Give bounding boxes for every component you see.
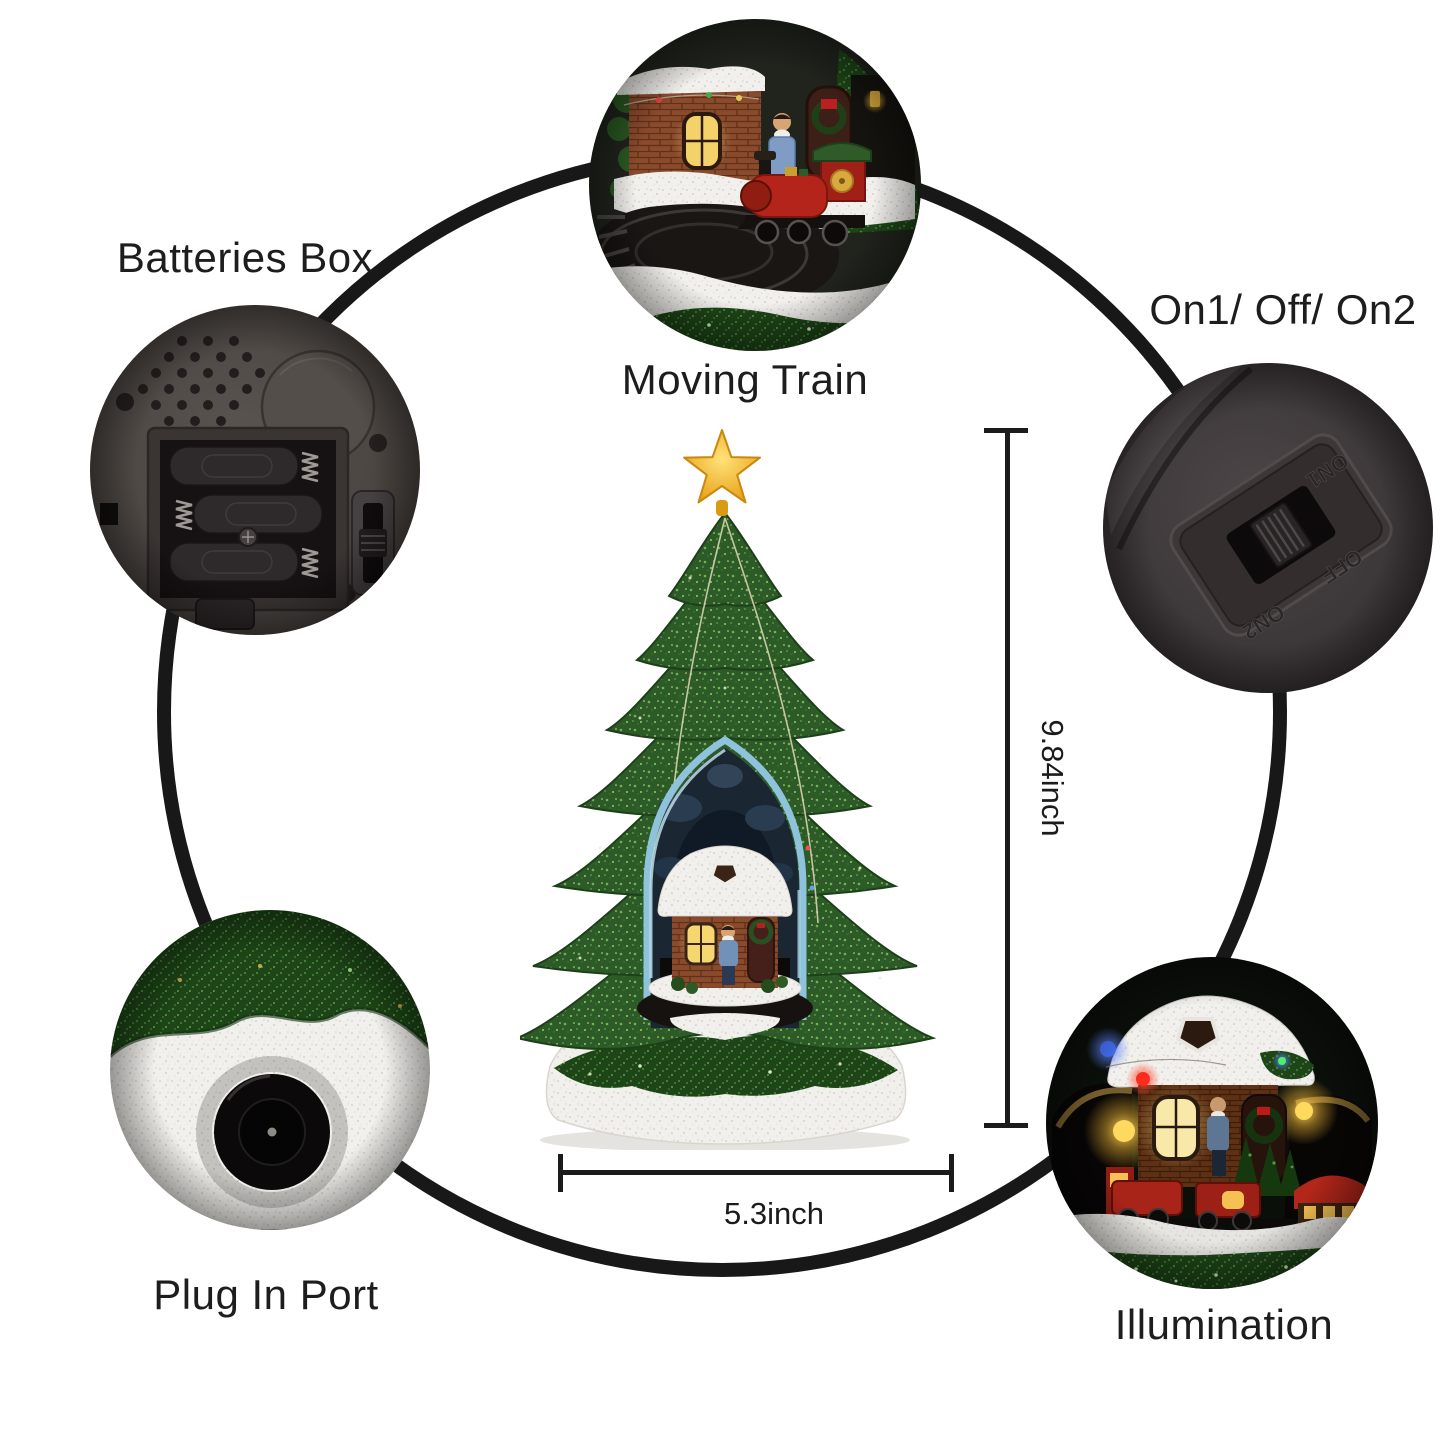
house-door: [747, 917, 775, 983]
width-dimension-label: 5.3inch: [724, 1196, 824, 1231]
product-photo-christmas-tree: [520, 429, 937, 1150]
illumination-label: Illumination: [1114, 1301, 1334, 1348]
wreath: [748, 919, 774, 945]
tree-base: [545, 1017, 907, 1145]
height-dimension-label: 9.84inch: [1035, 719, 1070, 837]
illumination-photo: [1046, 957, 1378, 1289]
tree-sparkles: [578, 576, 882, 980]
batteries-box-photo: [90, 305, 420, 635]
power-switch-label: On1/ Off/ On2: [1149, 286, 1417, 333]
figurine-person: [719, 925, 738, 985]
base-garland: [554, 1035, 898, 1097]
moving-train-label: Moving Train: [621, 356, 869, 403]
tree-star: [683, 429, 761, 516]
plug-in-port-label: Plug In Port: [153, 1271, 379, 1318]
moving-train-photo: [589, 19, 921, 351]
width-dimension-cap-left: [558, 1154, 563, 1192]
snow-lip: [670, 1013, 780, 1038]
height-dimension-line: [1005, 428, 1010, 1128]
width-dimension-cap-right: [949, 1154, 954, 1192]
inner-house-scene: [637, 845, 813, 1038]
width-dimension-line: [560, 1170, 952, 1175]
height-dimension-cap-bottom: [984, 1123, 1028, 1128]
batteries-box-label: Batteries Box: [116, 234, 374, 281]
dormer-window: [710, 862, 740, 886]
power-switch-photo: ON1 OFF ON2: [1103, 363, 1433, 693]
height-dimension-cap-top: [984, 428, 1028, 433]
plug-in-port-photo: [110, 910, 430, 1230]
